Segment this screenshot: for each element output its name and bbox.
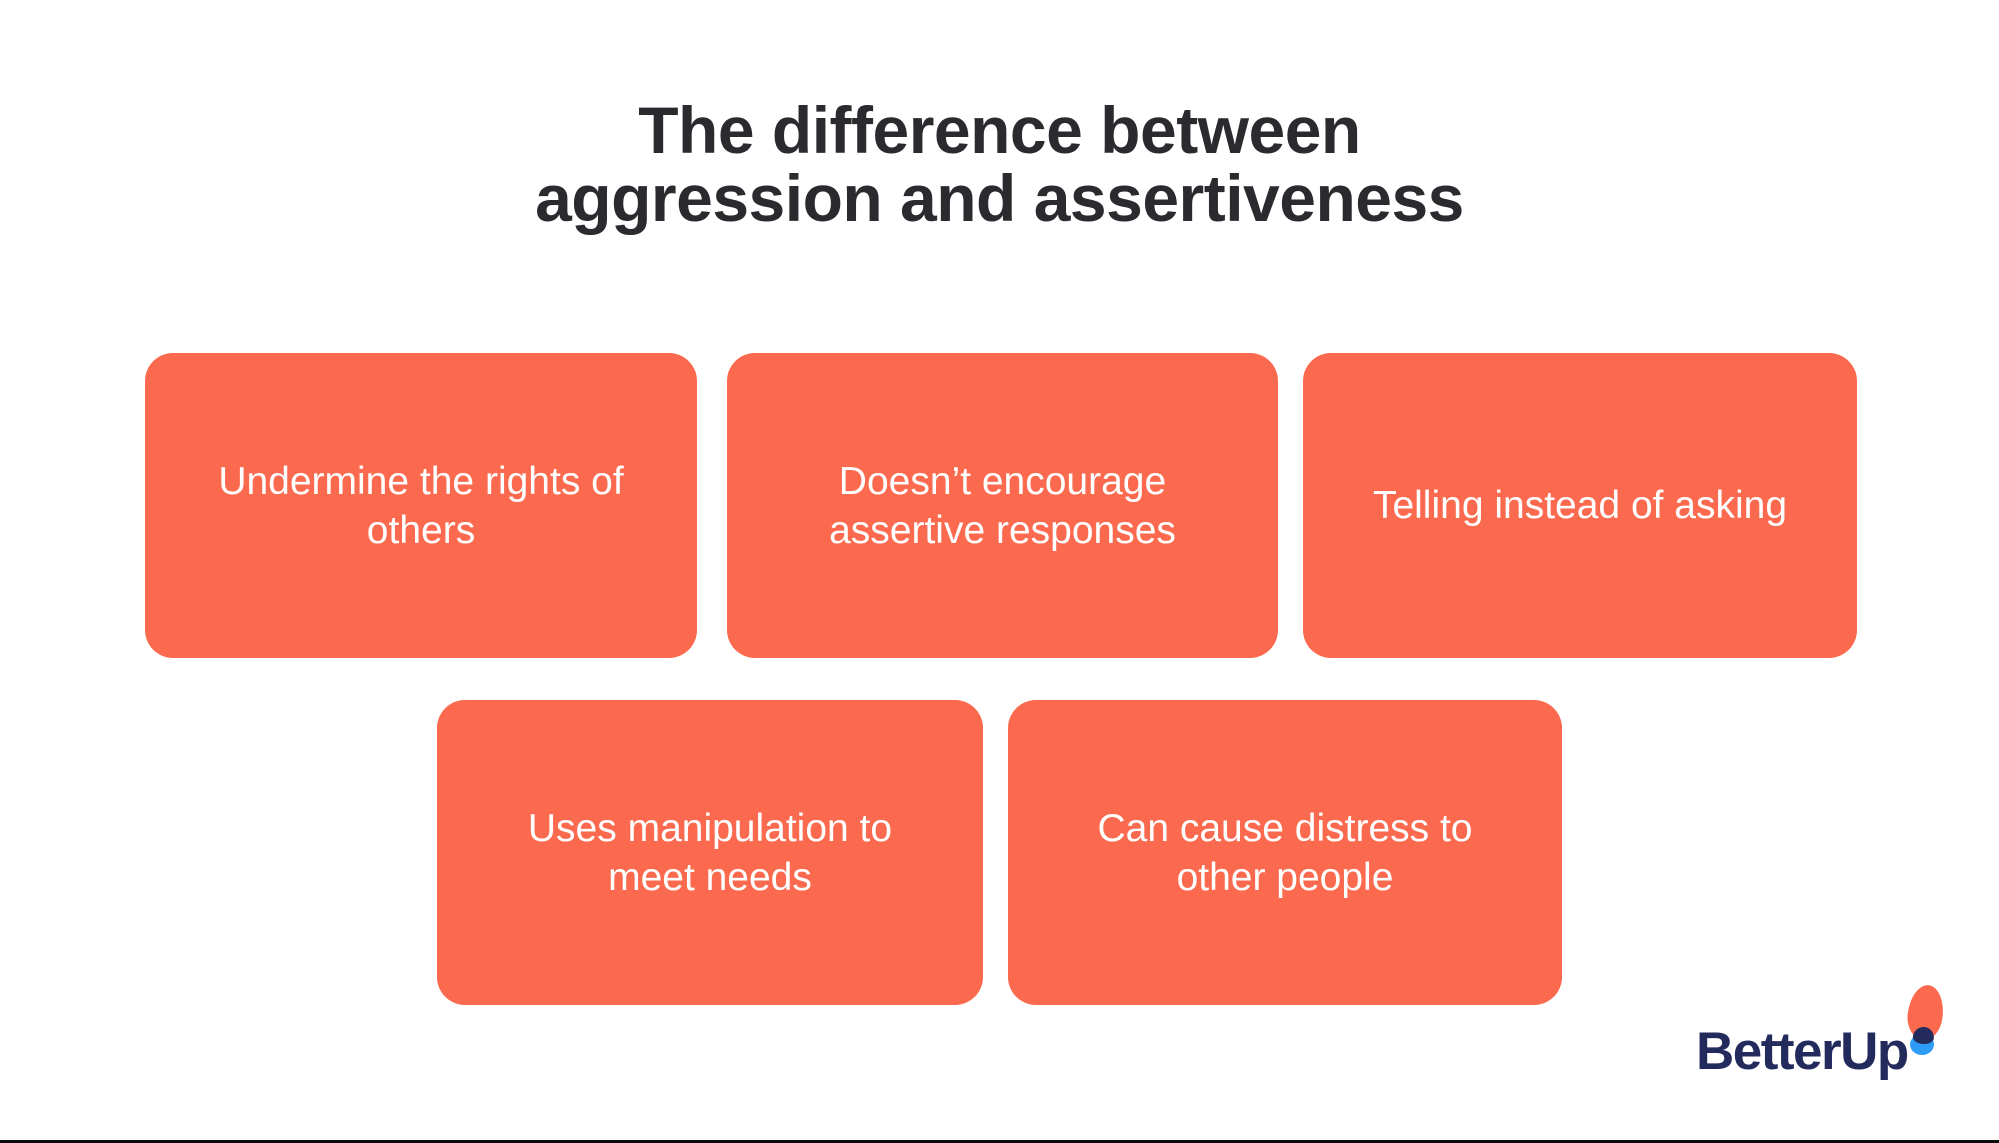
page-title-line1: The difference between	[638, 93, 1361, 167]
page-title: The difference between aggression and as…	[0, 96, 1999, 232]
card-uses-manipulation: Uses manipulation to meet needs	[437, 700, 983, 1005]
betterup-logo: BetterUp	[1690, 983, 1960, 1093]
betterup-mark-icon	[1904, 983, 1955, 1061]
card-text: Telling instead of asking	[1372, 484, 1788, 527]
card-text: Can cause distress to other people	[1097, 806, 1473, 899]
card-undermine-rights: Undermine the rights of others	[145, 353, 697, 658]
card-text: Undermine the rights of others	[218, 459, 624, 552]
page-title-line2: aggression and assertiveness	[535, 161, 1464, 235]
card-text: Uses manipulation to meet needs	[527, 806, 893, 899]
card-can-cause-distress: Can cause distress to other people	[1008, 700, 1562, 1005]
card-doesnt-encourage: Doesn’t encourage assertive responses	[727, 353, 1278, 658]
bottom-divider	[0, 1140, 1999, 1143]
card-telling-instead: Telling instead of asking	[1303, 353, 1857, 658]
card-text: Doesn’t encourage assertive responses	[829, 459, 1176, 552]
betterup-wordmark: BetterUp	[1696, 1022, 1909, 1081]
